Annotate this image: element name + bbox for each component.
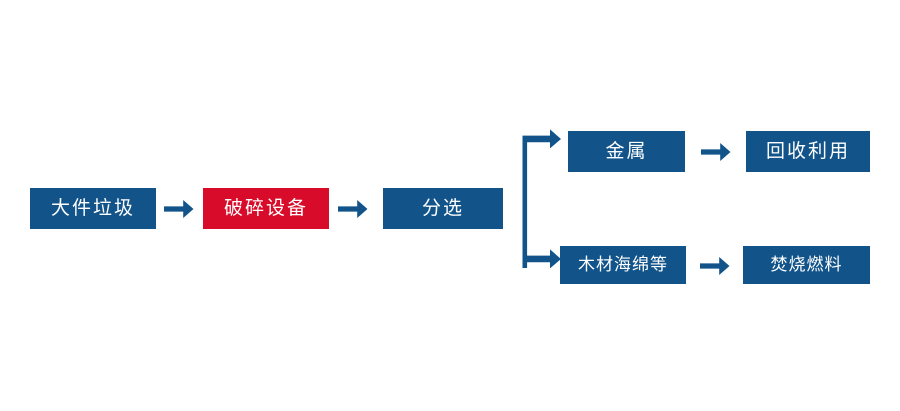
node-label: 焚烧燃料 — [770, 254, 843, 275]
node-metal: 金属 — [568, 131, 685, 172]
node-crushing-equipment: 破碎设备 — [203, 188, 329, 229]
node-recycling-reuse: 回收利用 — [746, 131, 870, 172]
node-sorting: 分选 — [383, 188, 503, 229]
branch-split-connector — [521, 128, 565, 276]
arrow-right-icon — [698, 251, 732, 281]
node-label: 金属 — [605, 140, 648, 162]
node-label: 大件垃圾 — [50, 197, 135, 219]
node-label: 分选 — [421, 197, 464, 219]
node-label: 回收利用 — [765, 140, 850, 162]
arrow-right-icon — [336, 194, 370, 224]
arrow-right-icon — [162, 194, 196, 224]
node-bulky-waste: 大件垃圾 — [30, 188, 156, 229]
arrow-right-icon — [699, 137, 733, 167]
node-label: 破碎设备 — [223, 197, 308, 219]
node-label: 木材海绵等 — [578, 254, 668, 275]
node-incineration-fuel: 焚烧燃料 — [743, 246, 870, 284]
node-wood-sponge-etc: 木材海绵等 — [560, 246, 686, 284]
